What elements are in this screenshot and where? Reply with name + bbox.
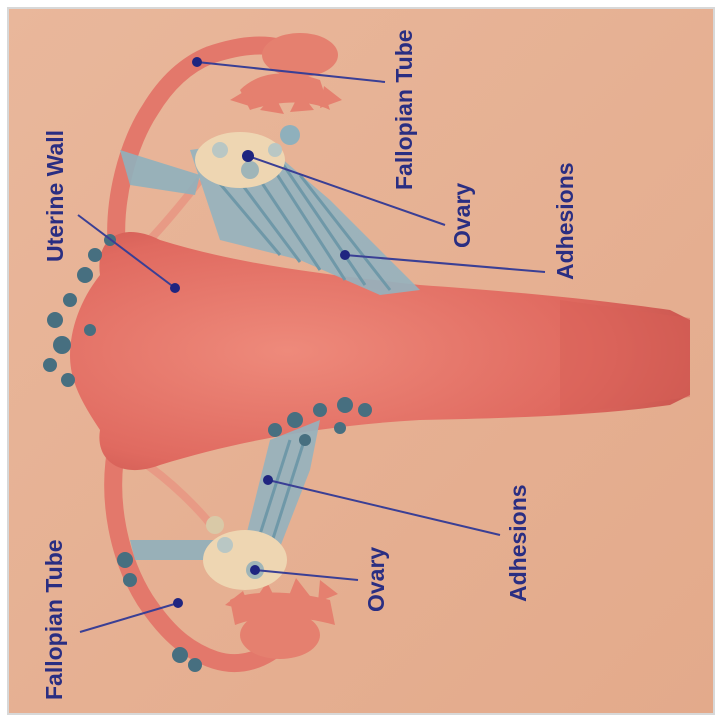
label-adhesions-bottom: Adhesions [505,484,531,602]
label-adhesions-top: Adhesions [552,162,578,280]
label-fallopian-tube-top: Fallopian Tube [391,29,417,190]
cervix-shadow [560,300,690,415]
label-uterine-wall: Uterine Wall [42,130,68,262]
label-fallopian-tube-bottom: Fallopian Tube [41,539,67,700]
label-ovary-bottom: Ovary [363,547,389,612]
label-ovary-top: Ovary [449,183,475,248]
